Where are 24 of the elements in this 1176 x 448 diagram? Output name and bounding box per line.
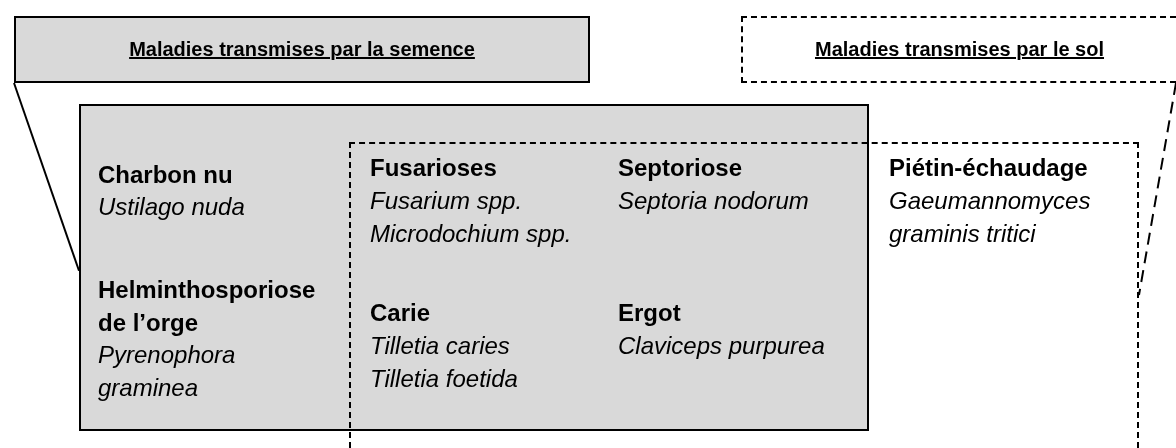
region-box: [79, 104, 869, 431]
disease-name: Ergot: [618, 298, 681, 328]
disease-name: Fusarioses: [370, 153, 497, 183]
pathogen-name: Tilletia caries: [370, 331, 510, 361]
pathogen-name: Claviceps purpurea: [618, 331, 825, 361]
heading: Maladies transmises par le sol: [815, 38, 1104, 61]
region-box: [349, 142, 1139, 448]
disease-name: Piétin-échaudage: [889, 153, 1088, 183]
heading: Maladies transmises par la semence: [129, 38, 475, 61]
leader-line: [1138, 82, 1176, 296]
pathogen-name: Pyrenophora graminea: [98, 340, 237, 403]
disease-name: Septoriose: [618, 153, 743, 183]
pathogen-name: Microdochium spp.: [370, 219, 572, 249]
pathogen-name: Septoria nodorum: [618, 186, 809, 216]
leader-line: [13, 82, 80, 272]
callout-box: [741, 16, 1176, 83]
pathogen-name: Fusarium spp.: [370, 186, 523, 216]
disease-name: Charbon nu: [98, 160, 233, 190]
callout-box: [14, 16, 590, 83]
disease-name: Helminthosporiose de l’orge: [98, 275, 317, 338]
pathogen-name: Tilletia foetida: [370, 364, 518, 394]
pathogen-name: Ustilago nuda: [98, 192, 245, 222]
pathogen-name: Gaeumannomyces graminis tritici: [889, 186, 1092, 249]
disease-name: Carie: [370, 298, 431, 328]
